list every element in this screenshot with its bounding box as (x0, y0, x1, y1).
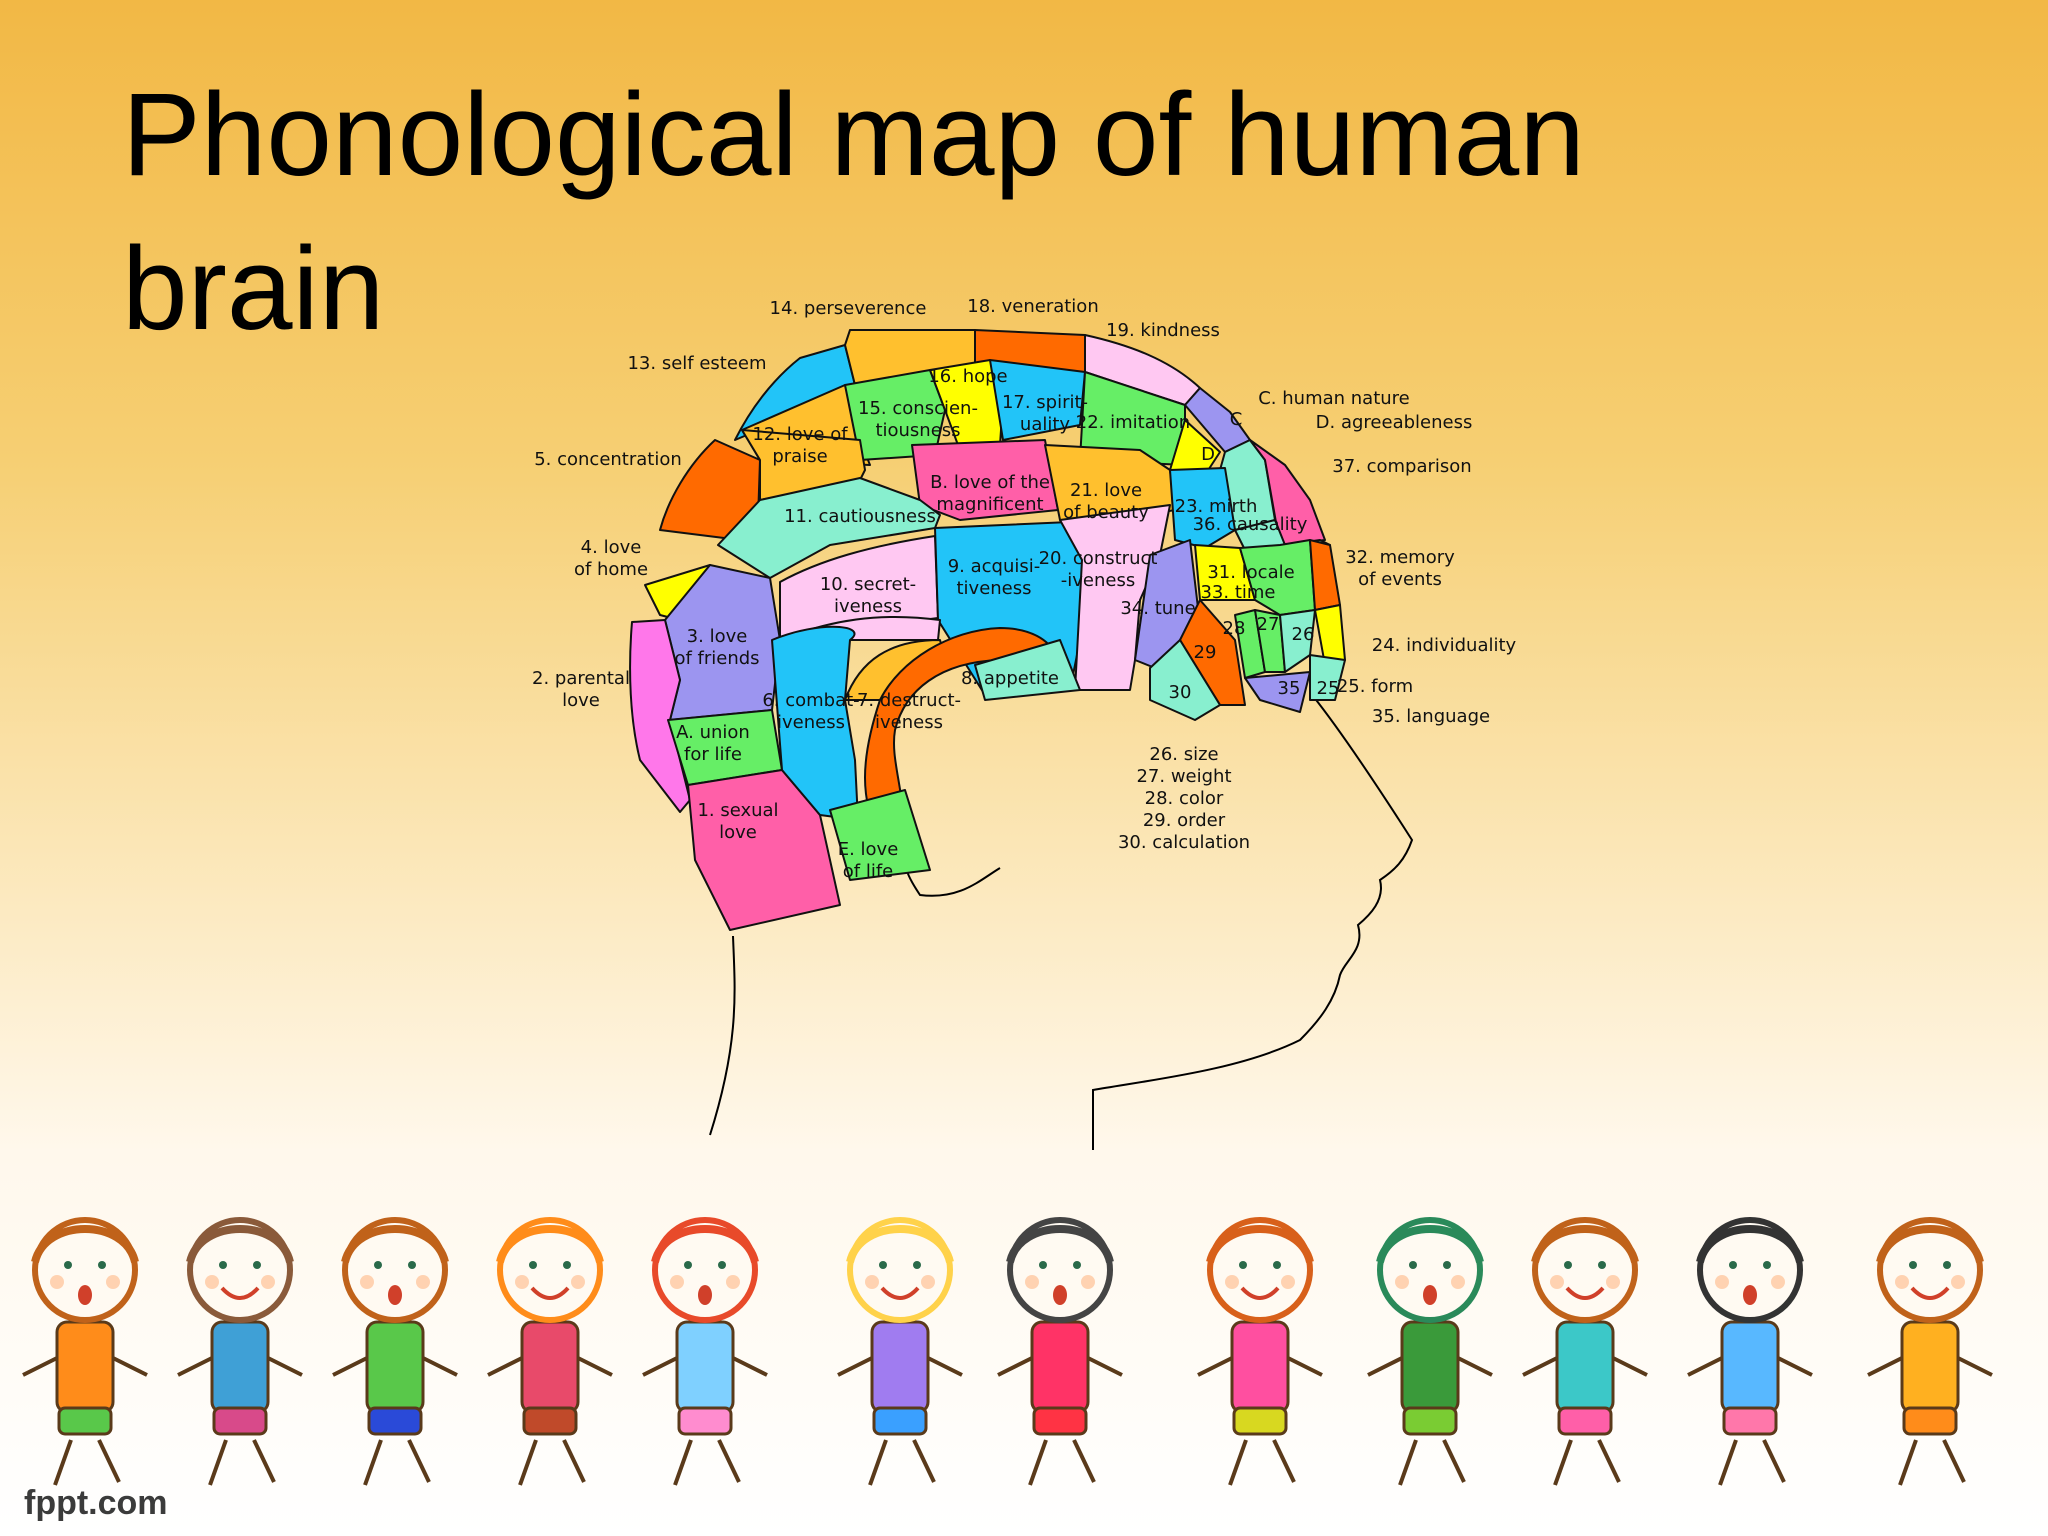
outer-label: D. agreeableness (1316, 412, 1473, 433)
region-label: D (1201, 444, 1215, 465)
region-label: 25 (1317, 678, 1340, 699)
region-label: 11. cautiousness (784, 506, 936, 527)
brain-region (1244, 671, 1311, 713)
outer-label: 24. individuality (1372, 635, 1517, 656)
brain-region (911, 439, 1059, 521)
outer-label: 25. form (1337, 676, 1413, 697)
outer-label: 13. self esteem (627, 353, 766, 374)
region-label: 6. combat-iveness (762, 690, 859, 733)
region-label: 9. acquisi-tiveness (948, 556, 1041, 599)
region-label: 31. locale (1207, 562, 1294, 583)
outer-label: 18. veneration (967, 296, 1098, 317)
region-label: 28 (1223, 618, 1246, 639)
brain-region (974, 639, 1081, 701)
watermark: fppt.com (24, 1484, 168, 1522)
outer-label: 5. concentration (534, 449, 682, 470)
child-figure (837, 1217, 963, 1486)
brain-region (989, 359, 1086, 441)
child-figure (332, 1217, 458, 1486)
brain-region (1169, 467, 1236, 549)
child-figure (1522, 1217, 1648, 1486)
region-label: 10. secret-iveness (820, 574, 916, 617)
region-label: 35 (1278, 678, 1301, 699)
outer-label: 14. perseverence (770, 298, 927, 319)
brain-region (771, 625, 859, 821)
region-label: 23. mirth (1175, 496, 1258, 517)
phrenology-brain-diagram: 16. hope 15. conscien-tiousness 17. spirit… (532, 296, 1517, 1150)
region-label: 34. tune (1120, 598, 1195, 619)
region-label: 27 (1257, 614, 1280, 635)
brain-region (829, 789, 931, 881)
region-label: 7. destruct-iveness (857, 690, 961, 733)
outer-label: 35. language (1372, 706, 1490, 727)
outer-label: 37. comparison (1332, 456, 1471, 477)
child-figure (22, 1217, 148, 1486)
region-label: 33. time (1200, 582, 1275, 603)
child-figure (487, 1217, 613, 1486)
region-label: 29 (1194, 642, 1217, 663)
slide-title: Phonological map of human brain (122, 69, 1585, 355)
child-figure (1367, 1217, 1493, 1486)
child-figure (177, 1217, 303, 1486)
region-label: 36. causality (1193, 514, 1308, 535)
region-label: 16. hope (928, 366, 1007, 387)
children-holding-hands-illustration (22, 1217, 1993, 1486)
brain-region (1309, 654, 1346, 701)
brain-region (1149, 639, 1221, 721)
region-label: 8. appetite (961, 668, 1059, 689)
region-label: 30 (1169, 682, 1192, 703)
child-figure (1867, 1217, 1993, 1486)
region-label: 17. spirit-uality (1002, 392, 1088, 435)
region-label: 26 (1292, 624, 1315, 645)
region-label: 22. imitation (1076, 412, 1190, 433)
outer-label: 19. kindness (1106, 320, 1220, 341)
child-figure (642, 1217, 768, 1486)
brain-region (1179, 599, 1246, 706)
brain-region (1249, 439, 1326, 546)
region-label: 15. conscien-tiousness (858, 398, 978, 441)
region-label: C (1230, 409, 1243, 430)
child-figure (1197, 1217, 1323, 1486)
brain-region (1309, 539, 1341, 611)
region-label: 20. construct-iveness (1039, 548, 1158, 591)
outer-label: C. human nature (1258, 388, 1410, 409)
child-figure (997, 1217, 1123, 1486)
child-figure (1687, 1217, 1813, 1486)
